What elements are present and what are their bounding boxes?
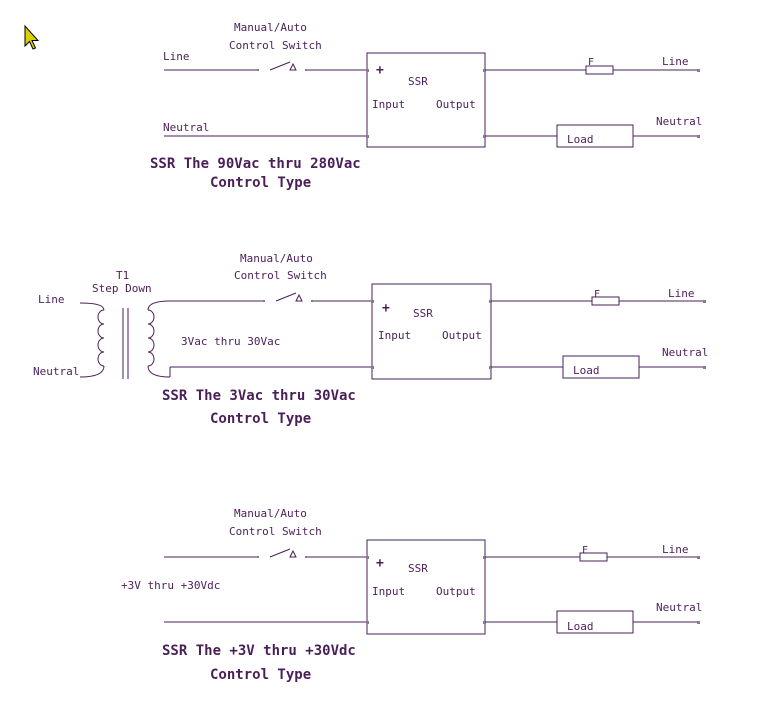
fuse-label: F [582, 545, 588, 556]
switch-label-line2: Control Switch [229, 39, 322, 52]
ssr-plus-label: + [382, 301, 390, 316]
line-in-label: Line [163, 50, 190, 63]
ssr-label: SSR [408, 75, 428, 88]
ssr-block: + SSR Input Output [366, 52, 486, 148]
neutral-in-label: Neutral [163, 121, 209, 134]
ssr-block: + SSR Input Output [366, 539, 486, 635]
ssr-output-label: Output [442, 329, 482, 342]
switch-label-line1: Manual/Auto [234, 507, 307, 520]
transformer-label-stepdown: Step Down [92, 282, 152, 295]
control-voltage-label: +3V thru +30Vdc [121, 579, 220, 592]
switch-label-line2: Control Switch [229, 525, 322, 538]
circuit-1: Manual/Auto Control Switch Line Neutral … [150, 21, 702, 191]
step-down-transformer-icon [79, 300, 171, 379]
ssr-output-label: Output [436, 585, 476, 598]
load-label: Load [567, 620, 594, 633]
circuit-2: T1 Step Down Manual/Auto Control Switch … [33, 252, 708, 427]
caption-line1: SSR The 90Vac thru 280Vac [150, 156, 361, 172]
caption-line2: Control Type [210, 175, 311, 191]
ssr-input-label: Input [372, 98, 405, 111]
switch-label-line1: Manual/Auto [234, 21, 307, 34]
load-block: Load [562, 355, 640, 379]
ssr-input-label: Input [372, 585, 405, 598]
load-label: Load [567, 133, 594, 146]
load-block: Load [556, 610, 634, 634]
ssr-label: SSR [408, 562, 428, 575]
ssr-plus-label: + [376, 63, 384, 78]
manual-auto-switch-icon [263, 292, 313, 302]
manual-auto-switch-icon [257, 61, 307, 71]
ssr-plus-label: + [376, 556, 384, 571]
fuse-label: F [594, 289, 600, 300]
load-label: Load [573, 364, 600, 377]
manual-auto-switch-icon [257, 548, 307, 558]
caption-line2: Control Type [210, 667, 311, 683]
switch-label-line1: Manual/Auto [240, 252, 313, 265]
line-out-label: Line [662, 55, 689, 68]
transformer-label-t1: T1 [116, 269, 129, 282]
line-out-label: Line [668, 287, 695, 300]
caption-line1: SSR The 3Vac thru 30Vac [162, 388, 356, 404]
neutral-out-label: Neutral [656, 601, 702, 614]
load-block: Load [556, 124, 634, 148]
switch-label-line2: Control Switch [234, 269, 327, 282]
ssr-block: + SSR Input Output [371, 283, 492, 380]
neutral-in-label: Neutral [33, 365, 79, 378]
fuse-label: F [588, 57, 594, 68]
neutral-out-label: Neutral [662, 346, 708, 359]
control-voltage-label: 3Vac thru 30Vac [181, 335, 280, 348]
ssr-output-label: Output [436, 98, 476, 111]
mouse-cursor-icon [24, 24, 40, 50]
caption-line1: SSR The +3V thru +30Vdc [162, 643, 356, 659]
ssr-label: SSR [413, 307, 433, 320]
neutral-out-label: Neutral [656, 115, 702, 128]
caption-line2: Control Type [210, 411, 311, 427]
ssr-input-label: Input [378, 329, 411, 342]
circuit-3: Manual/Auto Control Switch +3V thru +30V… [121, 507, 702, 683]
line-in-label: Line [38, 293, 65, 306]
line-out-label: Line [662, 543, 689, 556]
